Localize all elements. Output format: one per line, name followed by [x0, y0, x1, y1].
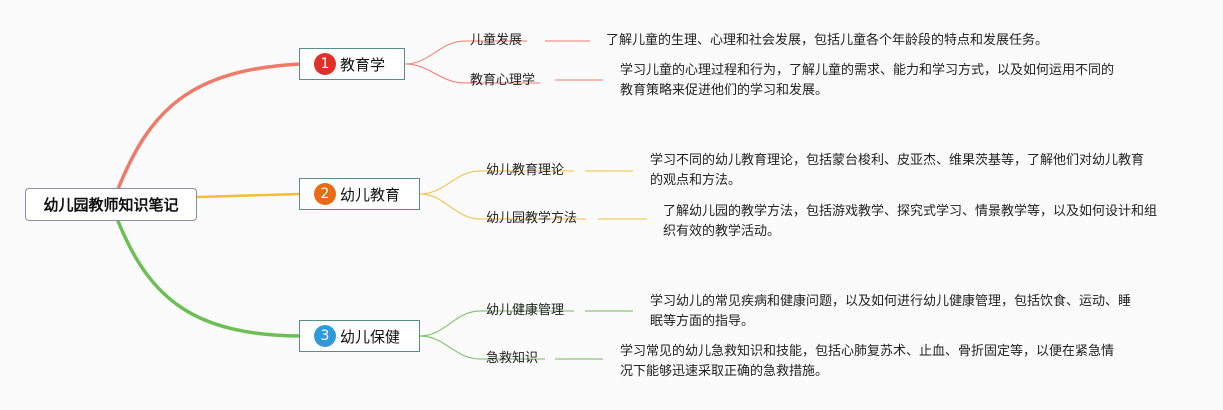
edge-branch-2-to-sub-2 — [419, 193, 586, 220]
branch-node-2[interactable]: 2 幼儿教育 — [299, 178, 420, 210]
subtopic-description: 学习儿童的心理过程和行为，了解儿童的需求、能力和学习方式，以及如何运用不同的教育… — [620, 63, 1115, 98]
subtopic-node[interactable]: 急救知识 — [486, 351, 539, 366]
branch-label: 教育学 — [340, 55, 386, 74]
subtopic-description: 了解儿童的生理、心理和社会发展，包括儿童各个年龄段的特点和发展任务。 — [606, 33, 1049, 48]
subtopic-description: 了解幼儿园的教学方法，包括游戏教学、探究式学习、情景教学等，以及如何设计和组织有… — [663, 204, 1158, 239]
edge-root-to-branch-3 — [116, 219, 302, 338]
edge-branch-2-to-sub-1 — [419, 170, 574, 195]
edge-branch-1-to-sub-1 — [404, 40, 527, 65]
subtopic-description: 学习幼儿的常见疾病和健康问题，以及如何进行幼儿健康管理，包括饮食、运动、睡眠等方… — [650, 294, 1132, 329]
number-badge-icon: 3 — [314, 325, 336, 347]
edge-branch-3-to-sub-2 — [419, 335, 545, 360]
subtopic-node[interactable]: 教育心理学 — [470, 73, 536, 88]
number-badge-icon: 2 — [314, 183, 336, 205]
number-badge-icon: 1 — [314, 53, 336, 75]
edge-root-to-branch-2 — [195, 192, 302, 199]
subtopic-node[interactable]: 儿童发展 — [470, 33, 523, 48]
edge-branch-1-to-sub-2 — [404, 63, 540, 84]
subtopic-node[interactable]: 幼儿健康管理 — [486, 303, 565, 318]
subtopic-description: 学习不同的幼儿教育理论，包括蒙台梭利、皮亚杰、维果茨基等，了解他们对幼儿教育的观… — [650, 153, 1145, 188]
branch-label: 幼儿教育 — [340, 185, 401, 204]
root-label: 幼儿园教师知识笔记 — [43, 196, 179, 214]
subtopic-node[interactable]: 幼儿园教学方法 — [486, 211, 578, 226]
subtopic-description: 学习常见的幼儿急救知识和技能，包括心肺复苏术、止血、骨折固定等，以便在紧急情况下… — [620, 344, 1115, 379]
subtopic-node[interactable]: 幼儿教育理论 — [486, 163, 565, 178]
branch-node-1[interactable]: 1 教育学 — [299, 48, 405, 80]
edge-branch-3-to-sub-1 — [419, 310, 574, 337]
branch-label: 幼儿保健 — [340, 327, 401, 346]
root-node[interactable]: 幼儿园教师知识笔记 — [25, 188, 197, 221]
branch-node-3[interactable]: 3 幼儿保健 — [299, 320, 420, 352]
edge-root-to-branch-1 — [116, 62, 302, 191]
